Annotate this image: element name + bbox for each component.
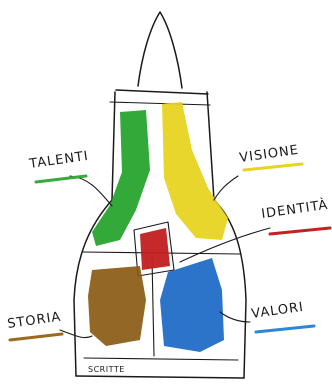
visione-region (162, 102, 228, 240)
visione-underline (242, 162, 304, 172)
storia-label: STORIA (6, 310, 62, 332)
valori-underline (254, 324, 316, 334)
identita-underline (268, 226, 332, 236)
scritte-label: SCRITTE (88, 365, 125, 374)
talenti-label: TALENTI (27, 149, 89, 172)
visione-label: VISIONE (238, 143, 299, 166)
talenti-region (92, 110, 150, 246)
identita-region (133, 221, 175, 277)
valori-label: VALORI (250, 300, 304, 322)
storia-region (88, 266, 146, 346)
talenti-underline (34, 174, 88, 184)
identita-label: IDENTITÀ (260, 197, 329, 222)
storia-underline (8, 332, 64, 342)
valori-region (160, 258, 224, 352)
